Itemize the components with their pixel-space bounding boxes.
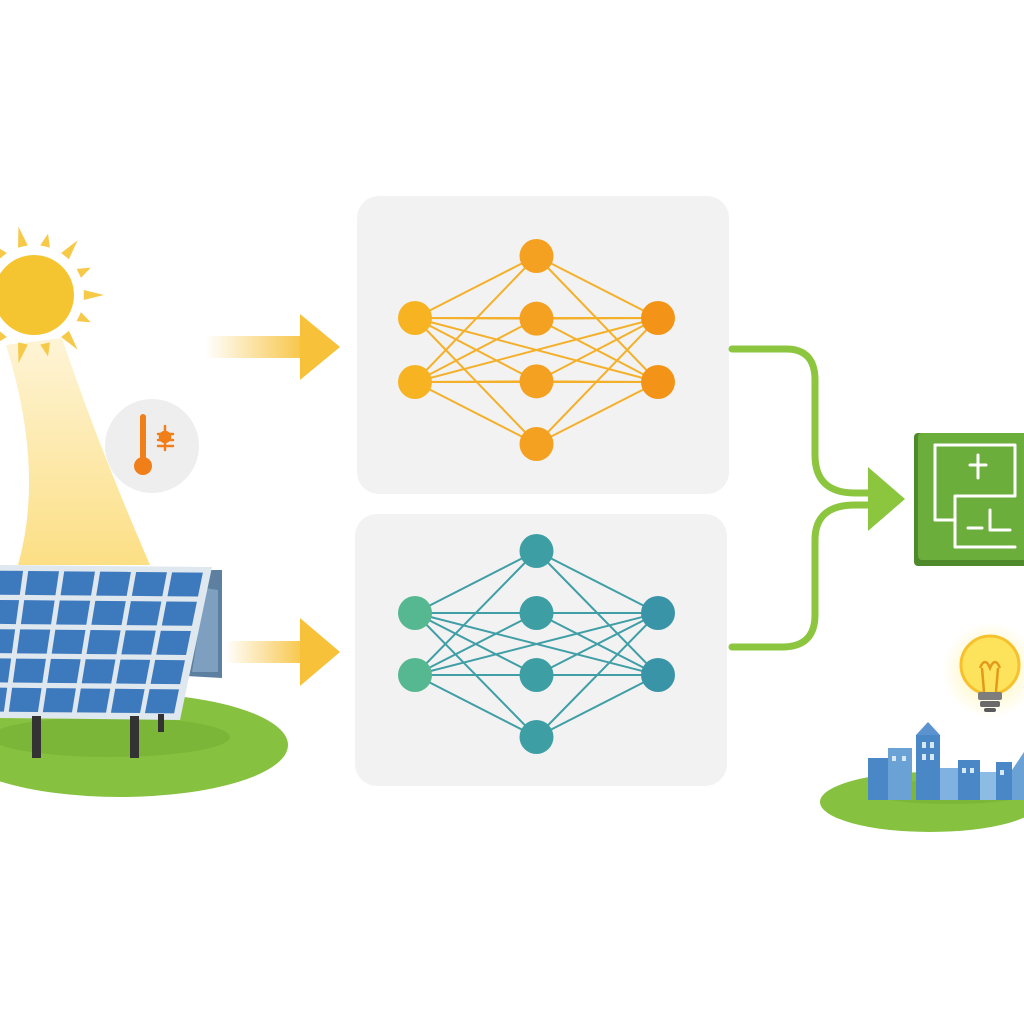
network-link xyxy=(414,612,537,676)
light-bulb-icon xyxy=(942,622,1024,718)
network-node xyxy=(398,596,432,630)
network-node xyxy=(641,596,675,630)
network-link xyxy=(536,550,659,614)
solar-cell xyxy=(0,687,8,712)
solar-cell xyxy=(56,600,91,625)
network-link xyxy=(536,255,659,319)
network-link xyxy=(414,381,537,445)
solar-cell xyxy=(51,629,86,654)
network-node xyxy=(519,720,554,754)
solar-cell xyxy=(150,659,185,685)
sun-ray xyxy=(18,226,28,248)
solar-cell xyxy=(0,570,24,595)
solar-cell xyxy=(91,600,126,626)
connector-arrowhead xyxy=(868,467,905,531)
network-upper-card xyxy=(357,196,729,494)
sun-ray xyxy=(0,248,7,259)
network-link xyxy=(414,612,659,676)
network-node xyxy=(641,658,675,692)
network-node xyxy=(519,301,554,336)
network-node xyxy=(398,658,432,692)
network-link xyxy=(536,317,659,383)
network-node xyxy=(519,239,554,273)
sun-ray xyxy=(40,342,50,357)
solar-cell xyxy=(60,571,95,596)
arrow-sun-to-upper-network xyxy=(205,314,340,380)
sun-ray xyxy=(40,233,50,248)
solar-cell xyxy=(131,571,167,597)
solar-ground xyxy=(0,693,288,797)
network-link xyxy=(536,612,659,676)
network-lower-card xyxy=(355,514,727,786)
solar-cell xyxy=(161,601,197,626)
network-lower xyxy=(398,534,675,754)
solar-cell xyxy=(12,658,46,683)
solar-panel-icon xyxy=(0,565,222,758)
city-icon xyxy=(868,722,1024,800)
sun-ray xyxy=(0,331,7,342)
solar-cell xyxy=(156,630,191,655)
solar-cell xyxy=(167,572,203,597)
solar-cell xyxy=(47,658,81,684)
network-node xyxy=(519,427,554,461)
network-node xyxy=(641,365,675,399)
sun-icon xyxy=(0,226,104,364)
solar-cell xyxy=(0,599,20,625)
solar-cell xyxy=(8,687,42,713)
sun-ray xyxy=(61,330,78,350)
solar-cell xyxy=(116,659,151,684)
network-node xyxy=(519,596,554,630)
network-link xyxy=(414,317,537,383)
solar-cell xyxy=(24,570,60,596)
solar-cell xyxy=(0,658,12,683)
sun-ray xyxy=(76,267,91,278)
solar-cell xyxy=(81,659,116,684)
network-link xyxy=(536,674,659,738)
solar-cell xyxy=(144,689,179,714)
network-link xyxy=(414,674,537,738)
circuit-board-icon xyxy=(914,433,1024,566)
sun-ray xyxy=(83,290,104,300)
network-node xyxy=(519,534,554,568)
sun-ray xyxy=(18,342,28,364)
solar-cell xyxy=(16,629,51,654)
solar-cell xyxy=(96,571,131,596)
network-node xyxy=(398,365,432,399)
network-node xyxy=(519,658,554,692)
network-link xyxy=(414,550,537,614)
solar-cell xyxy=(86,630,121,655)
sun-ray xyxy=(61,240,78,260)
solar-cell xyxy=(20,600,55,625)
sun-ray xyxy=(76,312,91,323)
network-link xyxy=(536,381,659,445)
network-node xyxy=(398,301,432,335)
solar-cell xyxy=(42,688,76,713)
network-upper xyxy=(398,239,675,461)
solar-cell xyxy=(0,629,16,654)
network-link xyxy=(414,317,659,383)
solar-cell xyxy=(110,688,145,714)
arrow-panel-to-lower-network xyxy=(225,618,340,686)
connector-to-board xyxy=(728,345,879,651)
network-node xyxy=(641,301,675,335)
thermometer-icon xyxy=(105,399,199,493)
network-node xyxy=(519,364,554,399)
sun-beam xyxy=(6,338,150,565)
network-link xyxy=(414,255,537,319)
solar-cell xyxy=(76,688,111,713)
solar-cell xyxy=(126,601,162,626)
solar-cell xyxy=(121,630,156,655)
